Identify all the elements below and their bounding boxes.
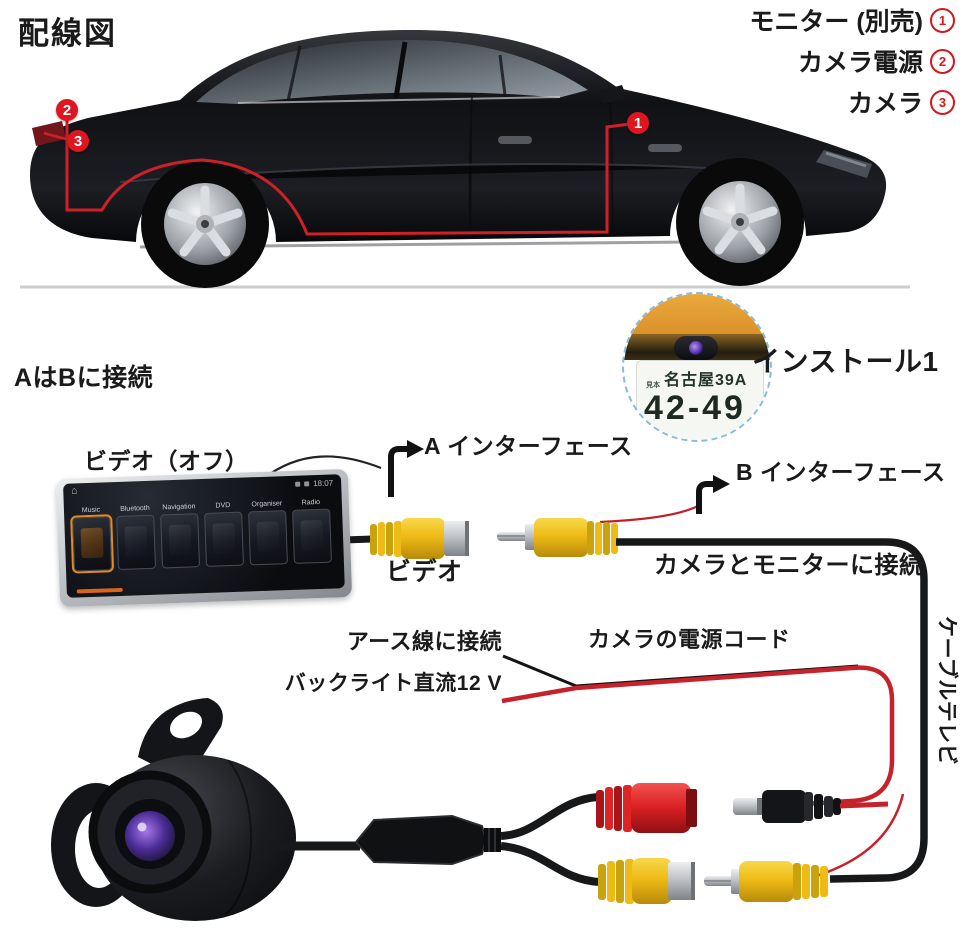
plate-region-text: 名古屋39A	[664, 372, 748, 389]
license-plate: 見本 名古屋39A 42-49	[636, 360, 764, 440]
section-heading: AはBに接続	[14, 364, 154, 392]
navigation-icon	[160, 513, 201, 569]
head-unit-monitor: ⌂ 18:07 Music Bluetooth Navigation	[55, 468, 353, 608]
music-icon	[72, 516, 113, 572]
installed-camera	[674, 336, 718, 360]
car-mirror	[596, 85, 627, 104]
app-tiles: Music Bluetooth Navigation DVD Organiser	[72, 499, 332, 572]
clock-label: 18:07	[312, 477, 334, 488]
car-illustration	[20, 30, 910, 289]
b-arrow-icon	[599, 475, 730, 524]
car-wiring-route	[65, 120, 631, 236]
circled-number-3-icon: 3	[930, 89, 955, 115]
dvd-icon	[204, 511, 244, 567]
legend-item-monitor: モニター (別売) 1	[749, 2, 955, 38]
video-connector-label: ビデオ	[386, 558, 463, 586]
status-bar: ⌂ 18:07	[63, 474, 341, 497]
legend-item-camera-power: カメラ電源 2	[798, 43, 955, 79]
rca-female-camera-connector	[598, 858, 695, 904]
page-title: 配線図	[18, 16, 117, 51]
b-interface-label: B インターフェース	[736, 459, 946, 485]
plate-sample-text: 見本	[646, 382, 660, 389]
power-wires	[501, 654, 905, 878]
plate-number-text: 42-49	[644, 389, 746, 427]
legend-label: モニター (別売)	[749, 8, 923, 36]
car-rear-panel	[624, 294, 770, 338]
install-step-label: インストール1	[752, 346, 939, 377]
car-marker-1: 1	[627, 112, 649, 134]
car-windows	[196, 40, 588, 104]
rca-female-video-connector	[370, 518, 469, 559]
connect-note-label: カメラとモニターに接続	[654, 552, 924, 579]
backlight-12v-label: バックライト直流12 V	[284, 672, 502, 695]
car-marker-2: 2	[56, 99, 78, 121]
car-marker-3: 3	[67, 130, 89, 152]
organiser-icon	[248, 510, 288, 566]
tile-organiser: Organiser	[248, 500, 288, 566]
camera-lens	[125, 811, 175, 861]
legend-item-camera: カメラ 3	[848, 84, 955, 120]
dc-male-power-plug	[733, 790, 889, 823]
a-interface-label: A インターフェース	[424, 433, 633, 459]
bluetooth-icon	[116, 514, 157, 571]
legend-label: カメラ	[847, 90, 923, 118]
tile-dvd: DVD	[204, 502, 244, 567]
legend: モニター (別売) 1 カメラ電源 2 カメラ 3	[749, 2, 955, 120]
rca-male-cable-connector	[704, 861, 828, 902]
front-wheel	[676, 158, 804, 286]
tile-navigation: Navigation	[160, 503, 201, 569]
rear-wheel	[141, 160, 269, 288]
circled-number-1-icon: 1	[930, 7, 955, 33]
tile-music: Music	[72, 506, 113, 572]
cable-tv-label: ケーブルテレビ	[935, 616, 958, 766]
circled-number-2-icon: 2	[930, 48, 955, 74]
camera-illustration	[51, 698, 360, 921]
radio-icon	[292, 508, 332, 564]
tile-radio: Radio	[292, 499, 332, 564]
junction-box	[354, 814, 501, 866]
tile-bluetooth: Bluetooth	[116, 505, 157, 571]
status-icon	[304, 480, 310, 486]
ground-wire-label: アース線に接続	[346, 629, 502, 654]
camera-lens-icon	[689, 341, 703, 355]
car-headlight	[816, 150, 872, 178]
progress-bar	[76, 587, 123, 594]
monitor-state-label: ビデオ（オフ）	[84, 448, 249, 474]
camera-power-cord-label: カメラの電源コード	[588, 627, 791, 652]
camera-to-monitor-cable	[616, 538, 928, 883]
home-icon: ⌂	[71, 485, 78, 497]
dc-female-power-connector	[596, 783, 697, 833]
install-inset-photo: 見本 名古屋39A 42-49	[622, 292, 772, 442]
rca-male-b-connector	[497, 518, 618, 557]
status-icon	[295, 481, 301, 487]
legend-label: カメラ電源	[797, 49, 923, 77]
head-unit-screen: ⌂ 18:07 Music Bluetooth Navigation	[63, 474, 345, 598]
